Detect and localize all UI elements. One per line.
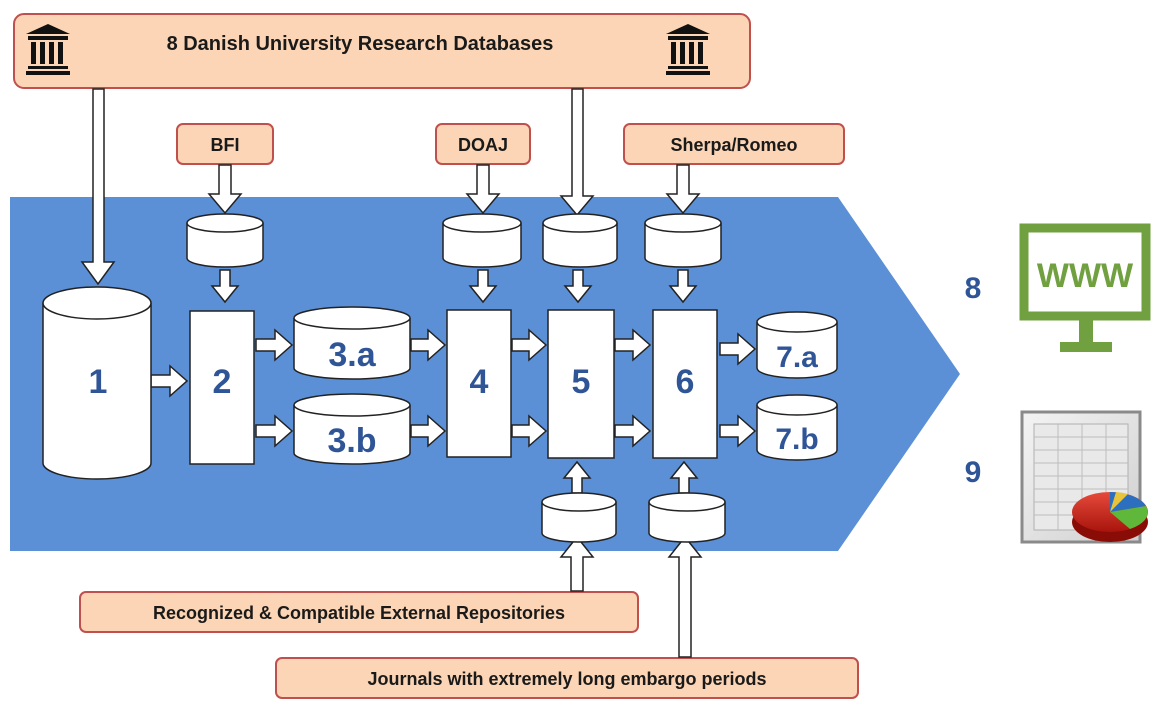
arrow-cyl-to-2 xyxy=(210,269,240,304)
cylinder-sherpa xyxy=(644,213,722,268)
cylinder-embargo xyxy=(648,492,726,543)
spreadsheet-pie-chart-icon xyxy=(1020,410,1148,544)
step-5-box xyxy=(547,309,615,459)
sherpa-label: Sherpa/Romeo xyxy=(670,135,797,155)
doaj-label: DOAJ xyxy=(458,135,508,155)
cylinder-doaj xyxy=(442,213,522,268)
cylinder-universities xyxy=(542,213,618,268)
step-1-database xyxy=(42,286,152,480)
step-6-label: 6 xyxy=(676,363,695,401)
arrow-universities-to-5 xyxy=(559,88,595,217)
arrow-2-to-3a xyxy=(255,328,294,362)
step-7b-label: 7.b xyxy=(775,423,818,456)
cylinder-repositories xyxy=(541,492,617,543)
universities-label: 8 Danish University Research Databases xyxy=(167,33,554,55)
arrow-2-to-3b xyxy=(255,414,294,448)
arrow-1-to-2 xyxy=(150,364,189,398)
step-3b-label: 3.b xyxy=(327,422,376,460)
source-doaj: DOAJ xyxy=(435,123,531,165)
arrow-cyl-to-6 xyxy=(668,269,698,304)
arrow-cyl-to-4 xyxy=(468,269,498,304)
arrow-3a-to-4 xyxy=(410,328,447,362)
step-4-box xyxy=(446,309,512,458)
arrow-embargo-up xyxy=(667,535,703,658)
step-1-label: 1 xyxy=(89,363,108,401)
embargo-label: Journals with extremely long embargo per… xyxy=(367,669,766,689)
cylinder-bfi xyxy=(186,213,264,268)
arrow-universities-to-1 xyxy=(80,88,116,286)
bank-building-icon xyxy=(26,24,70,75)
step-7a-label: 7.a xyxy=(776,341,818,374)
source-repositories: Recognized & Compatible External Reposit… xyxy=(79,591,639,633)
arrow-sherpa-down xyxy=(665,164,701,215)
arrow-5-to-6b xyxy=(614,414,652,448)
step-7b-database xyxy=(756,394,838,461)
www-text: WWW xyxy=(1037,257,1134,295)
arrow-repositories-up xyxy=(559,535,595,592)
source-universities: 8 Danish University Research Databases xyxy=(13,13,751,89)
step-7a-database xyxy=(756,311,838,379)
step-3a-label: 3.a xyxy=(328,336,376,374)
source-sherpa: Sherpa/Romeo xyxy=(623,123,845,165)
monitor-www-icon: WWW xyxy=(1019,223,1151,352)
source-bfi: BFI xyxy=(176,123,274,165)
arrow-bottomcyl-to-5 xyxy=(562,460,592,494)
output-8-label: 8 xyxy=(965,272,982,305)
step-5-label: 5 xyxy=(572,363,591,401)
step-2-box xyxy=(189,310,255,465)
arrow-6-to-7b xyxy=(719,414,757,448)
step-2-label: 2 xyxy=(213,363,232,401)
bfi-label: BFI xyxy=(211,135,240,155)
arrow-3b-to-4 xyxy=(410,414,447,448)
output-9-label: 9 xyxy=(965,456,982,489)
arrow-cyl-to-5 xyxy=(563,269,593,304)
step-6-box xyxy=(652,309,718,459)
arrow-6-to-7a xyxy=(719,332,757,366)
arrow-doaj-down xyxy=(465,164,501,215)
arrow-4-to-5b xyxy=(511,414,548,448)
arrow-bottomcyl-to-6 xyxy=(669,460,699,494)
arrow-bfi-down xyxy=(207,164,243,215)
bank-building-icon xyxy=(666,24,710,75)
step-4-label: 4 xyxy=(470,363,489,401)
arrow-4-to-5a xyxy=(511,328,548,362)
repositories-label: Recognized & Compatible External Reposit… xyxy=(153,603,565,623)
step-3a-database xyxy=(293,306,411,380)
arrow-5-to-6a xyxy=(614,328,652,362)
step-3b-database xyxy=(293,393,411,465)
source-embargo: Journals with extremely long embargo per… xyxy=(275,657,859,699)
